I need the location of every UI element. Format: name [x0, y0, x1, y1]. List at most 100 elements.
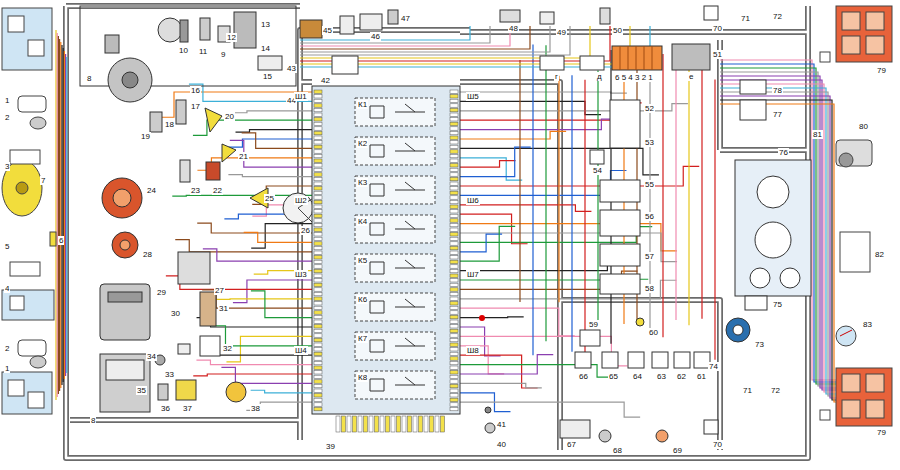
relay-contact [370, 377, 425, 391]
relay-contact [370, 104, 425, 118]
callout-number: 80 [858, 122, 869, 131]
wire [714, 79, 715, 359]
callout-number: 4 [4, 284, 10, 293]
connector-pin [450, 150, 458, 153]
connector-pin [450, 389, 458, 392]
wire [460, 214, 528, 244]
connector-pin [450, 334, 458, 337]
callout-number: 48 [508, 24, 519, 33]
connector-pin [314, 196, 322, 199]
callout-number: 6 [58, 236, 64, 245]
callout-number: 82 [874, 250, 885, 259]
callout-number: 71 [740, 14, 751, 23]
callout-number: 74 [708, 362, 719, 371]
callout-number: 72 [772, 12, 783, 21]
connector-pin [450, 366, 458, 369]
relay-contact [370, 338, 425, 352]
callout-number: 73 [754, 340, 765, 349]
callout-number: 2 [4, 344, 10, 353]
connector-pin [450, 90, 458, 93]
connector-pin [314, 297, 322, 300]
connector-pin [347, 416, 351, 432]
callout-number: 69 [672, 446, 683, 455]
callout-number: 24 [146, 186, 157, 195]
connector-pin [450, 104, 458, 107]
connector-pin [450, 118, 458, 121]
wire [300, 26, 490, 43]
front-lamps [2, 8, 56, 414]
callout-number: К7 [357, 334, 368, 343]
callout-number: 71 [742, 386, 753, 395]
relay-symbol [355, 215, 435, 243]
connector-pin [450, 269, 458, 272]
callout-number: 67 [566, 440, 577, 449]
callout-number: 58 [644, 284, 655, 293]
callout-number: 25 [264, 194, 275, 203]
connector-pin [450, 113, 458, 116]
wire [251, 224, 312, 249]
connector-pin [314, 398, 322, 401]
wire [175, 240, 312, 252]
callout-number: 76 [778, 148, 789, 157]
connector-pin [450, 95, 458, 98]
connector-pin [450, 205, 458, 208]
wire [63, 48, 64, 382]
connector-pin [450, 154, 458, 157]
callout-number: 66 [578, 372, 589, 381]
callout-number: 21 [238, 152, 249, 161]
wire [649, 75, 650, 333]
connector-pin [450, 122, 458, 125]
wire [460, 316, 524, 318]
callout-number: 36 [160, 404, 171, 413]
connector-pin [450, 131, 458, 134]
wire [300, 26, 510, 46]
callout-number: 83 [862, 320, 873, 329]
connector-pin [450, 182, 458, 185]
connector-pin [314, 150, 322, 153]
relay-contact [370, 299, 425, 313]
connector-pin [450, 237, 458, 240]
callout-number: 41 [496, 420, 507, 429]
callout-number: 70 [712, 440, 723, 449]
engine-parts [80, 6, 318, 412]
connector-pin [314, 343, 322, 346]
callout-number: 81 [812, 130, 823, 139]
connector-pin [450, 371, 458, 374]
callout-number: 13 [260, 20, 271, 29]
wire [571, 75, 572, 351]
relay-contact [370, 221, 425, 235]
wire [460, 252, 623, 271]
wire [460, 308, 575, 336]
connector-pin [450, 223, 458, 226]
connector-pin [314, 122, 322, 125]
callout-number: Ш8 [466, 346, 480, 355]
callout-number: 43 [286, 64, 297, 73]
wire [460, 92, 627, 93]
callout-number: 5 [4, 242, 10, 251]
connector-pin [450, 398, 458, 401]
connector-pin [450, 380, 458, 383]
connector-pin [314, 389, 322, 392]
connector-pin [380, 416, 384, 432]
block-body [312, 86, 460, 414]
connector-pin [314, 403, 322, 406]
callout-number: 16 [190, 86, 201, 95]
callout-number: 37 [182, 404, 193, 413]
callout-number: 22 [212, 186, 223, 195]
connector-pin [314, 288, 322, 291]
connector-pin [450, 200, 458, 203]
wire [720, 100, 836, 400]
connector-pin [450, 177, 458, 180]
callout-number: 10 [178, 46, 189, 55]
connector-pin [314, 352, 322, 355]
wire [532, 44, 533, 355]
wire [460, 280, 676, 299]
callout-number: Ш7 [466, 270, 480, 279]
wire [300, 26, 470, 40]
connector-pin [314, 159, 322, 162]
connector-pin [314, 154, 322, 157]
connector-pin [450, 320, 458, 323]
callout-number: Ш1 [294, 92, 308, 101]
callout-number: 8 [90, 416, 96, 425]
